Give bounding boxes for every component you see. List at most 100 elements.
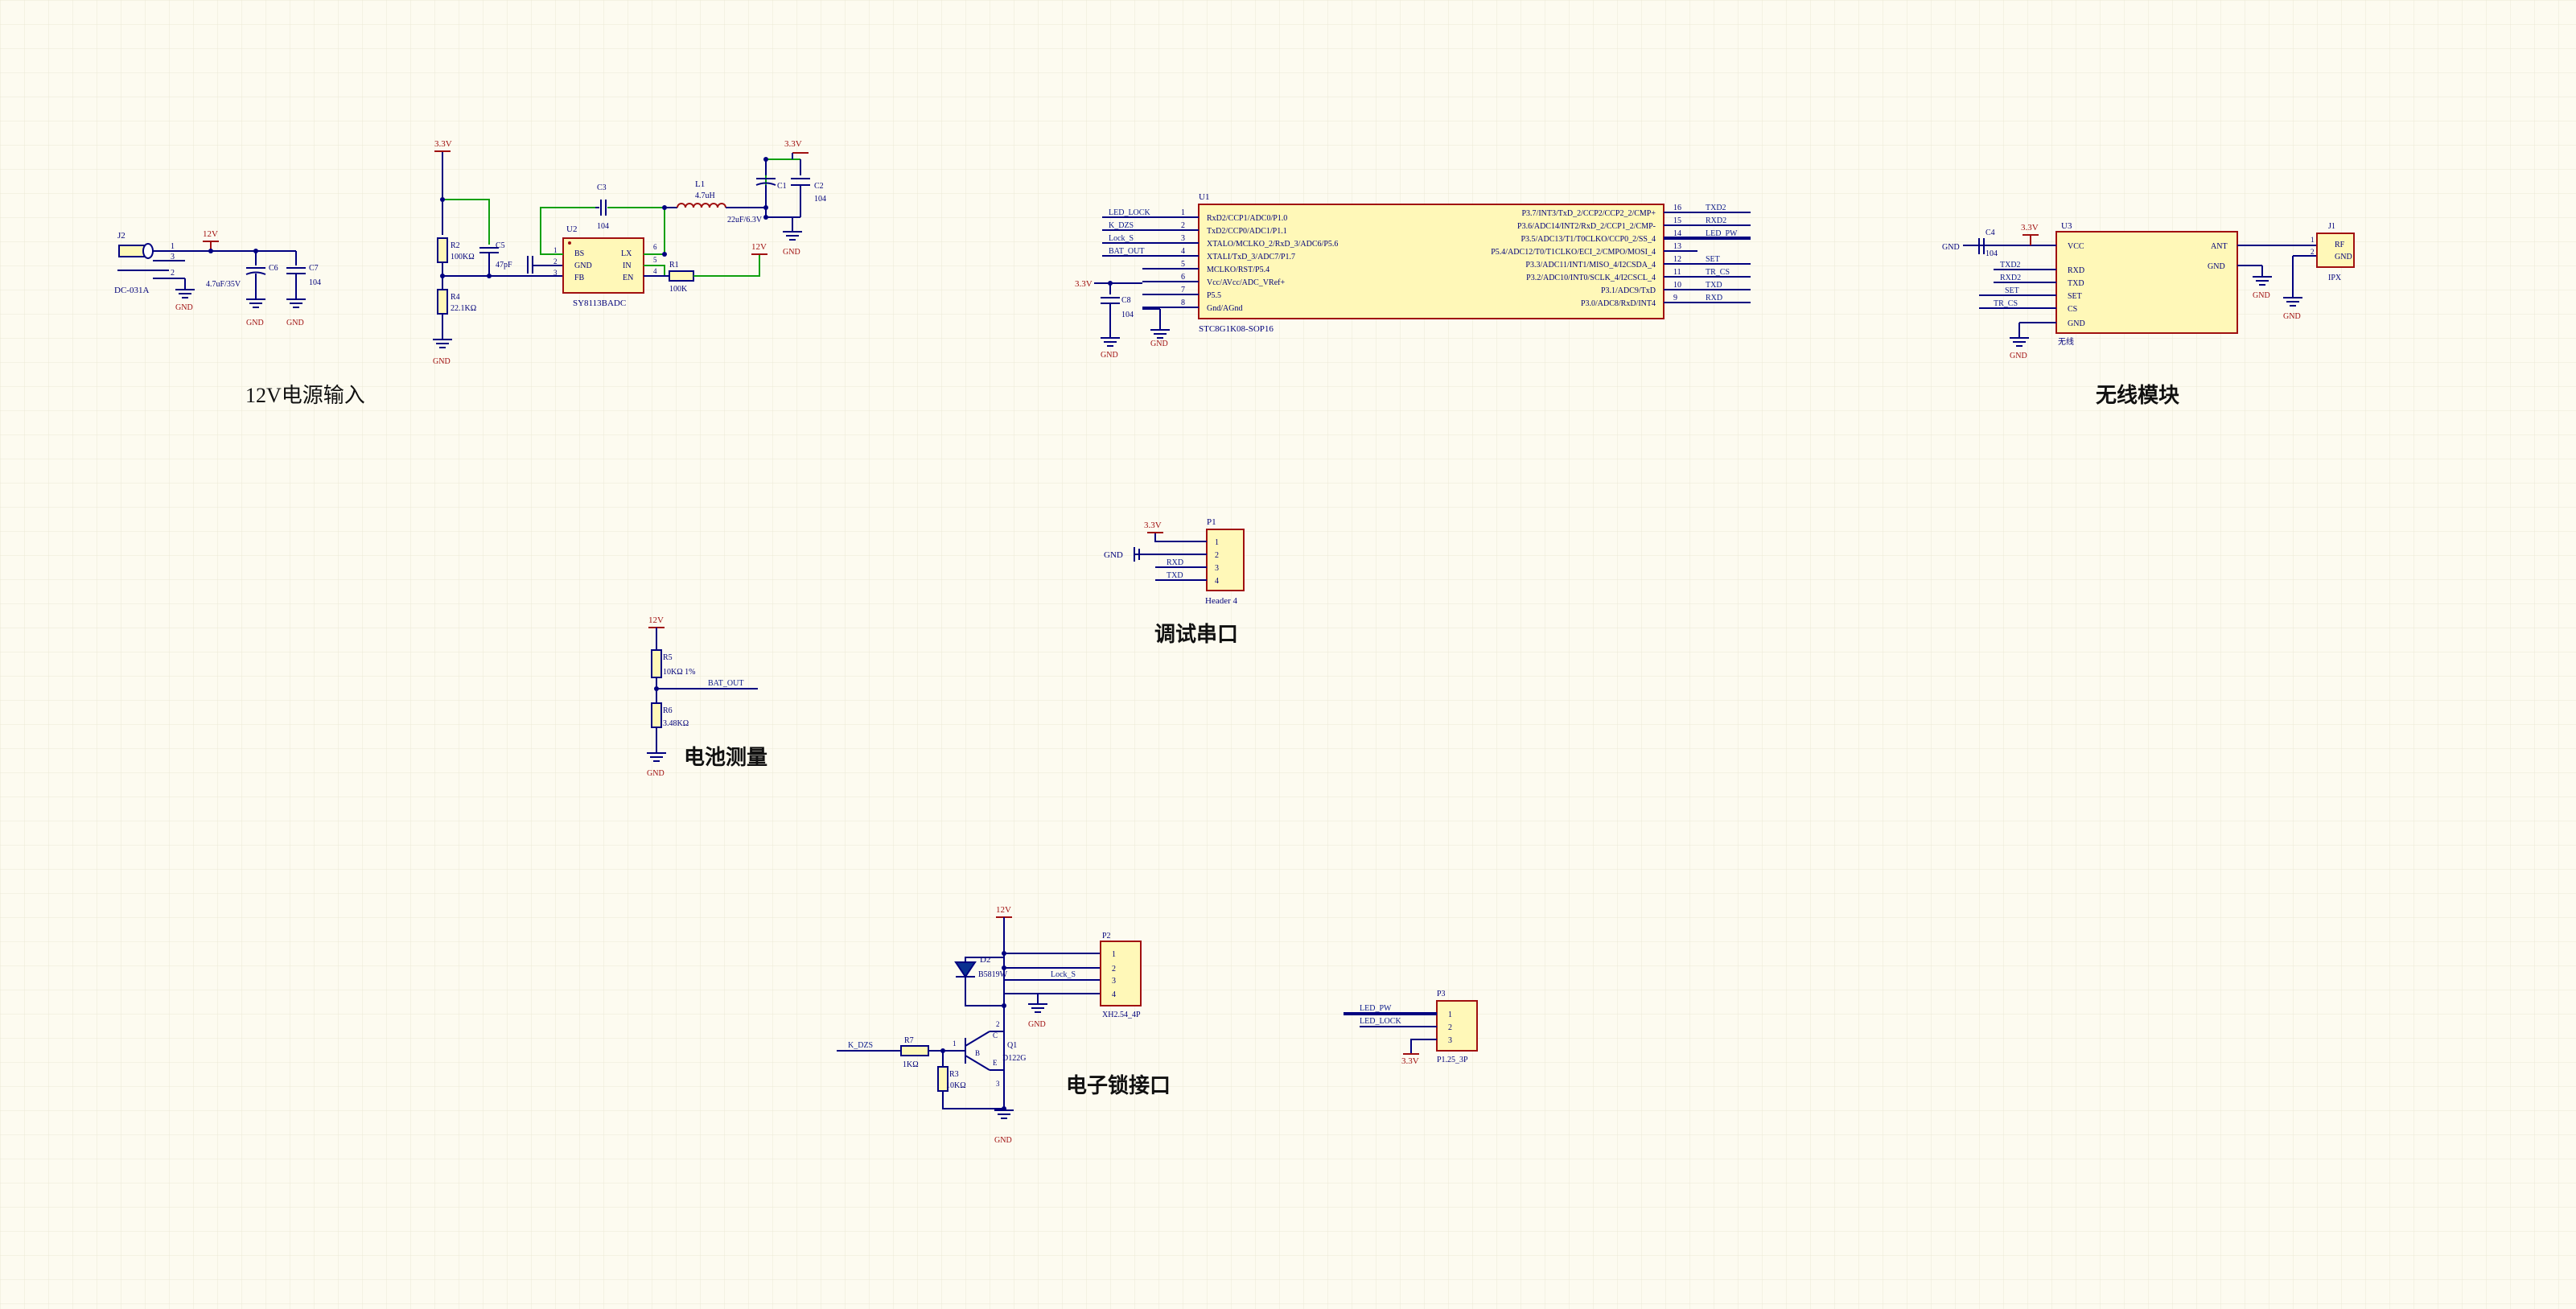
mcu-left-pin-group: 1RxD2/CCP1/ADC0/P1.0LED_LOCK2TxD2/CCP0/A…: [1102, 208, 1338, 313]
lock-net-12v: 12V: [996, 905, 1011, 915]
c3-value: 104: [597, 222, 609, 231]
p2-pin-3: 3: [1112, 977, 1116, 986]
mcu-pin-function: P5.5: [1207, 291, 1221, 300]
q1-label-e: E: [993, 1059, 998, 1067]
u2-pin-gnd: GND: [574, 261, 592, 270]
u2-pin-num-2: 2: [553, 257, 558, 266]
gnd-symbols-buck: [433, 231, 802, 348]
section-title-wireless: 无线模块: [2096, 384, 2179, 408]
r7-value: 1KΩ: [903, 1060, 919, 1069]
mcu-pin-number: 3: [1181, 234, 1185, 243]
mcu-pin-function: P3.6/ADC14/INT2/RxD_2/CCP1_2/CMP-: [1517, 222, 1656, 231]
c4-value: 104: [1985, 249, 1998, 258]
power-net-3v3: 3.3V: [434, 139, 452, 149]
u3-pin-gnd-right: GND: [2208, 262, 2225, 271]
mcu-pin-function: TxD2/CCP0/ADC1/P1.1: [1207, 227, 1287, 236]
mcu-right-pin-group: 16P3.7/INT3/TxD_2/CCP2/CCP2_2/CMP+TXD215…: [1491, 204, 1751, 308]
mcu-pin-number: 11: [1673, 268, 1681, 277]
resistor-r2[interactable]: [437, 237, 448, 263]
mcu-pin-7[interactable]: 7P5.5: [1142, 286, 1221, 300]
resistor-r4[interactable]: [437, 289, 448, 315]
gnd-label: GND: [433, 357, 451, 366]
mcu-pin-number: 13: [1673, 242, 1681, 251]
p1-part: Header 4: [1205, 596, 1238, 606]
u3-pin-vcc: VCC: [2068, 242, 2084, 251]
mcu-pin-function: MCLKO/RST/P5.4: [1207, 266, 1269, 274]
mcu-pin-function: P3.2/ADC10/INT0/SCLK_4/I2CSCL_4: [1526, 274, 1656, 282]
q1-part: D122G: [1002, 1054, 1026, 1063]
gnd-label: GND: [1101, 351, 1118, 360]
resistor-r1[interactable]: [669, 270, 694, 282]
r1-ref: R1: [669, 261, 679, 270]
mcu-pin-function: P3.5/ADC13/T1/T0CLKO/CCP0_2/SS_4: [1520, 235, 1656, 244]
p2-ref: P2: [1102, 932, 1111, 941]
mcu-net-label: LED_LOCK: [1109, 208, 1150, 217]
mcu-net-label: BAT_OUT: [1109, 247, 1144, 256]
resistor-r7[interactable]: [900, 1045, 929, 1056]
u2-ref: U2: [566, 224, 577, 234]
u3-part: 无线: [2058, 336, 2074, 347]
u1-part: STC8G1K08-SOP16: [1199, 324, 1274, 334]
mcu-net-label: TXD2: [1706, 204, 1726, 212]
net-label-k-dzs: K_DZS: [848, 1041, 873, 1050]
module-u3-wireless[interactable]: [2055, 231, 2238, 334]
r6-value: 3.48KΩ: [663, 719, 689, 728]
j2-pin-2: 2: [171, 269, 175, 278]
ic-u1-stc8g1k08[interactable]: [1198, 204, 1665, 319]
junction-dot: [654, 686, 659, 691]
r5-value: 10KΩ 1%: [663, 668, 695, 677]
p1-ref: P1: [1207, 517, 1216, 527]
q1-label-c: C: [993, 1031, 998, 1039]
mcu-circuit: 1RxD2/CCP1/ADC0/P1.0LED_LOCK2TxD2/CCP0/A…: [1094, 204, 1751, 347]
inductor-l1[interactable]: [677, 203, 726, 208]
connector-j1-ipx[interactable]: [2316, 233, 2355, 268]
j2-pin-1: 1: [171, 242, 175, 251]
resistor-r5[interactable]: [651, 649, 662, 678]
power-net-3v3: 3.3V: [784, 139, 802, 149]
led-header-circuit: [1344, 1000, 1478, 1055]
p2-part: XH2.54_4P: [1102, 1011, 1141, 1019]
lock-driver-circuit: [837, 916, 1101, 1119]
r5-ref: R5: [663, 653, 673, 662]
net-label-bat-out: BAT_OUT: [708, 679, 743, 688]
diode-d2[interactable]: [954, 961, 977, 978]
u2-pin-fb: FB: [574, 274, 585, 282]
resistor-r6[interactable]: [651, 702, 662, 728]
j2-ref: J2: [117, 231, 126, 241]
p2-pin-4: 4: [1112, 990, 1116, 999]
mcu-net-label: RXD: [1706, 294, 1722, 303]
c1-ref: C1: [777, 182, 787, 191]
u2-pin-bs: BS: [574, 249, 584, 258]
ic-u2-sy8113[interactable]: [562, 237, 644, 294]
mcu-pin-number: 12: [1673, 255, 1681, 264]
c7-value: 104: [309, 278, 321, 287]
p1-pin-3: 3: [1215, 564, 1219, 573]
mcu-pin-number: 8: [1181, 298, 1185, 307]
u3-pin-set: SET: [2068, 292, 2082, 301]
j1-part: IPX: [2328, 274, 2342, 282]
q1-ref: Q1: [1007, 1041, 1017, 1050]
connector-p2[interactable]: [1100, 941, 1142, 1006]
connector-p3[interactable]: [1436, 1000, 1478, 1052]
power-net-3v3: 3.3V: [1075, 279, 1093, 289]
header-p1[interactable]: [1206, 529, 1245, 591]
u2-pin-num-6: 6: [653, 243, 657, 251]
u2-pin-en: EN: [623, 274, 633, 282]
lock-junctions: [940, 951, 1006, 1111]
junction-dot: [208, 249, 213, 253]
